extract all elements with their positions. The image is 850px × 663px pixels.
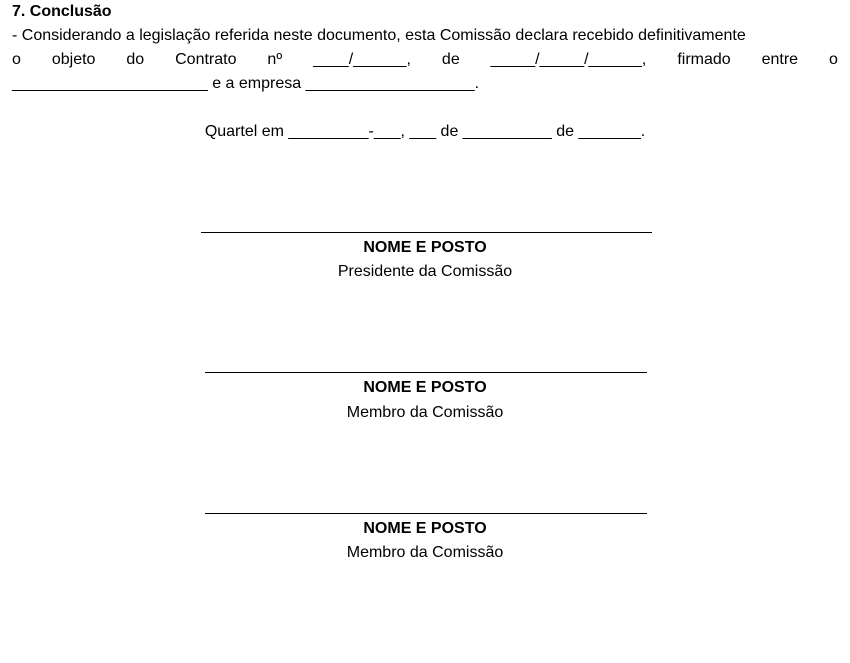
paragraph-word: o — [12, 51, 21, 68]
contract-number-blank: ____/______, — [313, 51, 411, 68]
paragraph-word: entre — [761, 51, 799, 68]
paragraph-word: firmado — [677, 51, 731, 68]
paragraph-line-1: - Considerando a legislação referida nes… — [12, 27, 746, 44]
contract-date-blank: _____/_____/______, — [490, 51, 647, 68]
signature-line — [201, 232, 652, 233]
signatory-role: Membro da Comissão — [346, 544, 504, 561]
signatory-name: NOME E POSTO — [363, 520, 487, 537]
signatory-role: Membro da Comissão — [346, 404, 504, 421]
paragraph-line-2: o objeto do Contrato nº ____/______, de … — [12, 50, 838, 74]
signature-line — [205, 513, 647, 514]
place-date-line: Quartel em _________-___, ___ de _______… — [204, 123, 646, 140]
paragraph-word: o — [829, 51, 838, 68]
signatory-name: NOME E POSTO — [363, 379, 487, 396]
signature-line — [205, 372, 647, 373]
paragraph-word: de — [441, 51, 460, 68]
signatory-name: NOME E POSTO — [363, 239, 487, 256]
paragraph-word: Contrato — [175, 51, 237, 68]
conclusion-paragraph: - Considerando a legislação referida nes… — [12, 26, 838, 98]
paragraph-line-3: ______________________ e a empresa _____… — [12, 75, 480, 92]
paragraph-word: nº — [267, 51, 283, 68]
paragraph-word: do — [126, 51, 145, 68]
paragraph-word: objeto — [51, 51, 96, 68]
signatory-role: Presidente da Comissão — [337, 263, 513, 280]
section-heading: 7. Conclusão — [12, 3, 112, 20]
